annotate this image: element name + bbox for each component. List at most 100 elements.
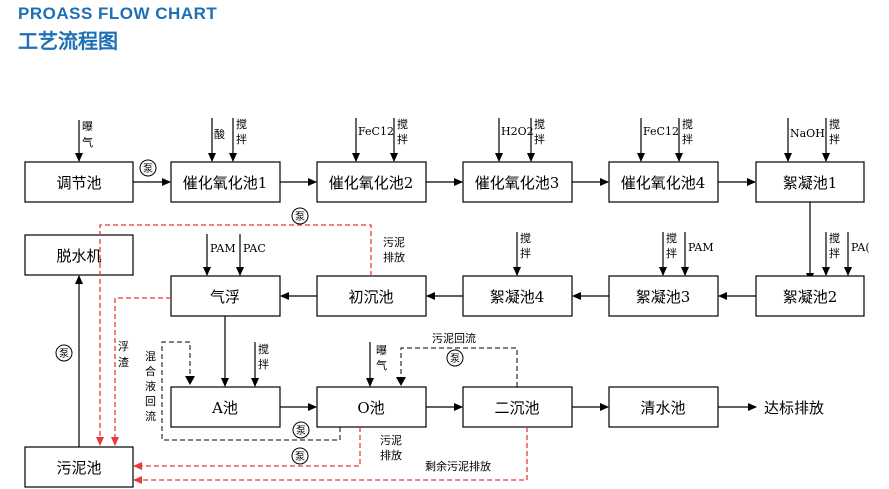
box-xuning3: 絮凝池3 [608,275,719,317]
box-tiaojie: 调节池 [24,161,134,203]
pump-mixed-liquor: 泵 [292,421,310,439]
label-wuni-paifang-1a: 污泥 [383,236,405,249]
box-cuihua4: 催化氧化池4 [608,161,719,203]
box-qifu-label: 气浮 [210,288,240,306]
label-puqi-1b: 气 [82,135,93,149]
pump-sludge-return-label: 泵 [450,353,460,365]
label-jiaoban-7a: 搅 [666,231,677,245]
label-jiaoban-7b: 拌 [666,246,677,260]
box-xuning2: 絮凝池2 [755,275,865,317]
mixed-liquor-return-line [161,341,341,441]
box-qifu: 气浮 [170,275,281,317]
label-jiaoban-5b: 拌 [829,132,840,146]
label-jiaoban-2a: 搅 [397,117,408,131]
label-wuni-paifang-1b: 排放 [383,250,405,264]
sludge-discharge-chuchen [96,224,372,446]
label-puqi-1a: 曝 [82,120,93,133]
box-xuning3-label: 絮凝池3 [636,288,691,306]
label-shengyu-paifang: 剩余污泥排放 [425,459,491,473]
label-jiaoban-3b: 拌 [534,132,545,146]
pump-mixed-liquor-label: 泵 [296,425,306,437]
sludge-discharge-ochi [133,427,361,470]
label-jiaoban-1b: 拌 [236,132,247,146]
box-cuihua2-label: 催化氧化池2 [329,174,414,192]
box-xuning2-label: 絮凝池2 [783,288,838,306]
box-wuni-label: 污泥池 [56,459,101,477]
label-puqi-2a: 曝 [376,344,387,357]
label-suan: 酸 [214,127,225,141]
label-jiaoban-8a: 搅 [829,231,840,245]
box-achi-label: A池 [211,399,238,417]
box-cuihua4-label: 催化氧化池4 [621,174,706,192]
label-jiaoban-4a: 搅 [682,117,693,131]
label-fecl2-1: FeC12 [358,125,394,138]
box-xuning1-label: 絮凝池1 [783,174,838,192]
pump-dewater-label: 泵 [59,348,69,360]
label-jiaoban-2b: 拌 [397,132,408,146]
scum-discharge-qifu [111,297,171,446]
pump-ochi-sludge: 泵 [291,447,309,465]
label-hunhe-2: 合 [145,364,156,378]
box-cuihua3: 催化氧化池3 [462,161,573,203]
title-cn: 工艺流程图 [18,29,118,53]
label-puqi-2b: 气 [376,358,387,372]
label-jiaoban-5a: 搅 [829,117,840,131]
label-wuni-paifang-2b: 排放 [380,448,402,462]
box-xuning1: 絮凝池1 [755,161,865,203]
box-erchen-label: 二沉池 [494,399,539,417]
box-cuihua1-label: 催化氧化池1 [183,174,268,192]
box-xuning4: 絮凝池4 [462,275,573,317]
label-jiaoban-6a: 搅 [520,231,531,245]
pump-chuchen-label: 泵 [295,211,305,223]
label-jiaoban-3a: 搅 [534,117,545,131]
box-tuoshuiji-label: 脱水机 [56,247,101,265]
label-hunhe-3: 液 [145,379,156,393]
title-en: PROASS FLOW CHART [18,4,218,23]
box-tiaojie-label: 调节池 [56,174,101,192]
pump-sludge-return: 泵 [446,349,464,367]
box-qingshui-label: 清水池 [640,399,685,417]
pump-ochi-sludge-label: 泵 [295,451,305,463]
box-qingshui: 清水池 [608,386,719,428]
pump-1-label: 泵 [143,163,153,175]
label-naoh: NaOH [790,127,825,140]
label-jiaoban-1a: 搅 [236,117,247,131]
box-cuihua2: 催化氧化池2 [316,161,427,203]
label-pam-2: PAM [688,241,714,254]
label-pac-cut: PA( [851,241,870,254]
label-jiaoban-8b: 拌 [829,246,840,260]
mixed-liquor-arrowhead [185,376,195,385]
sludge-return-line [400,347,518,387]
box-ochi: O池 [316,386,427,428]
box-cuihua3-label: 催化氧化池3 [475,174,560,192]
pump-1: 泵 [139,159,157,177]
label-hunhe-1: 混 [145,350,156,363]
label-fecl2-2: FeC12 [643,125,679,138]
label-h2o2: H2O2 [501,125,534,138]
label-fuzha-1: 浮 [118,340,129,353]
label-hunhe-5: 流 [145,409,156,423]
box-tuoshuiji: 脱水机 [24,234,134,276]
label-jiaoban-6b: 拌 [520,246,531,260]
box-ochi-label: O池 [357,399,384,417]
label-hunhe-4: 回 [145,395,156,408]
excess-sludge-erchen [133,427,528,484]
box-erchen: 二沉池 [462,386,573,428]
label-pam-1: PAM [210,242,236,255]
box-xuning4-label: 絮凝池4 [490,288,545,306]
box-cuihua1: 催化氧化池1 [170,161,281,203]
label-jiaoban-9b: 拌 [258,357,269,371]
label-wuni-paifang-2a: 污泥 [380,434,402,447]
output-dabiao: 达标排放 [764,399,824,417]
pump-dewater: 泵 [55,344,73,362]
box-chuchen: 初沉池 [316,275,427,317]
pump-chuchen: 泵 [291,207,309,225]
label-jiaoban-4b: 拌 [682,132,693,146]
box-achi: A池 [170,386,281,428]
sludge-return-arrowhead [396,377,406,386]
label-jiaoban-9a: 搅 [258,342,269,356]
label-pac: PAC [243,242,266,255]
label-wuni-huiliu: 污泥回流 [432,331,476,345]
box-chuchen-label: 初沉池 [348,288,393,306]
